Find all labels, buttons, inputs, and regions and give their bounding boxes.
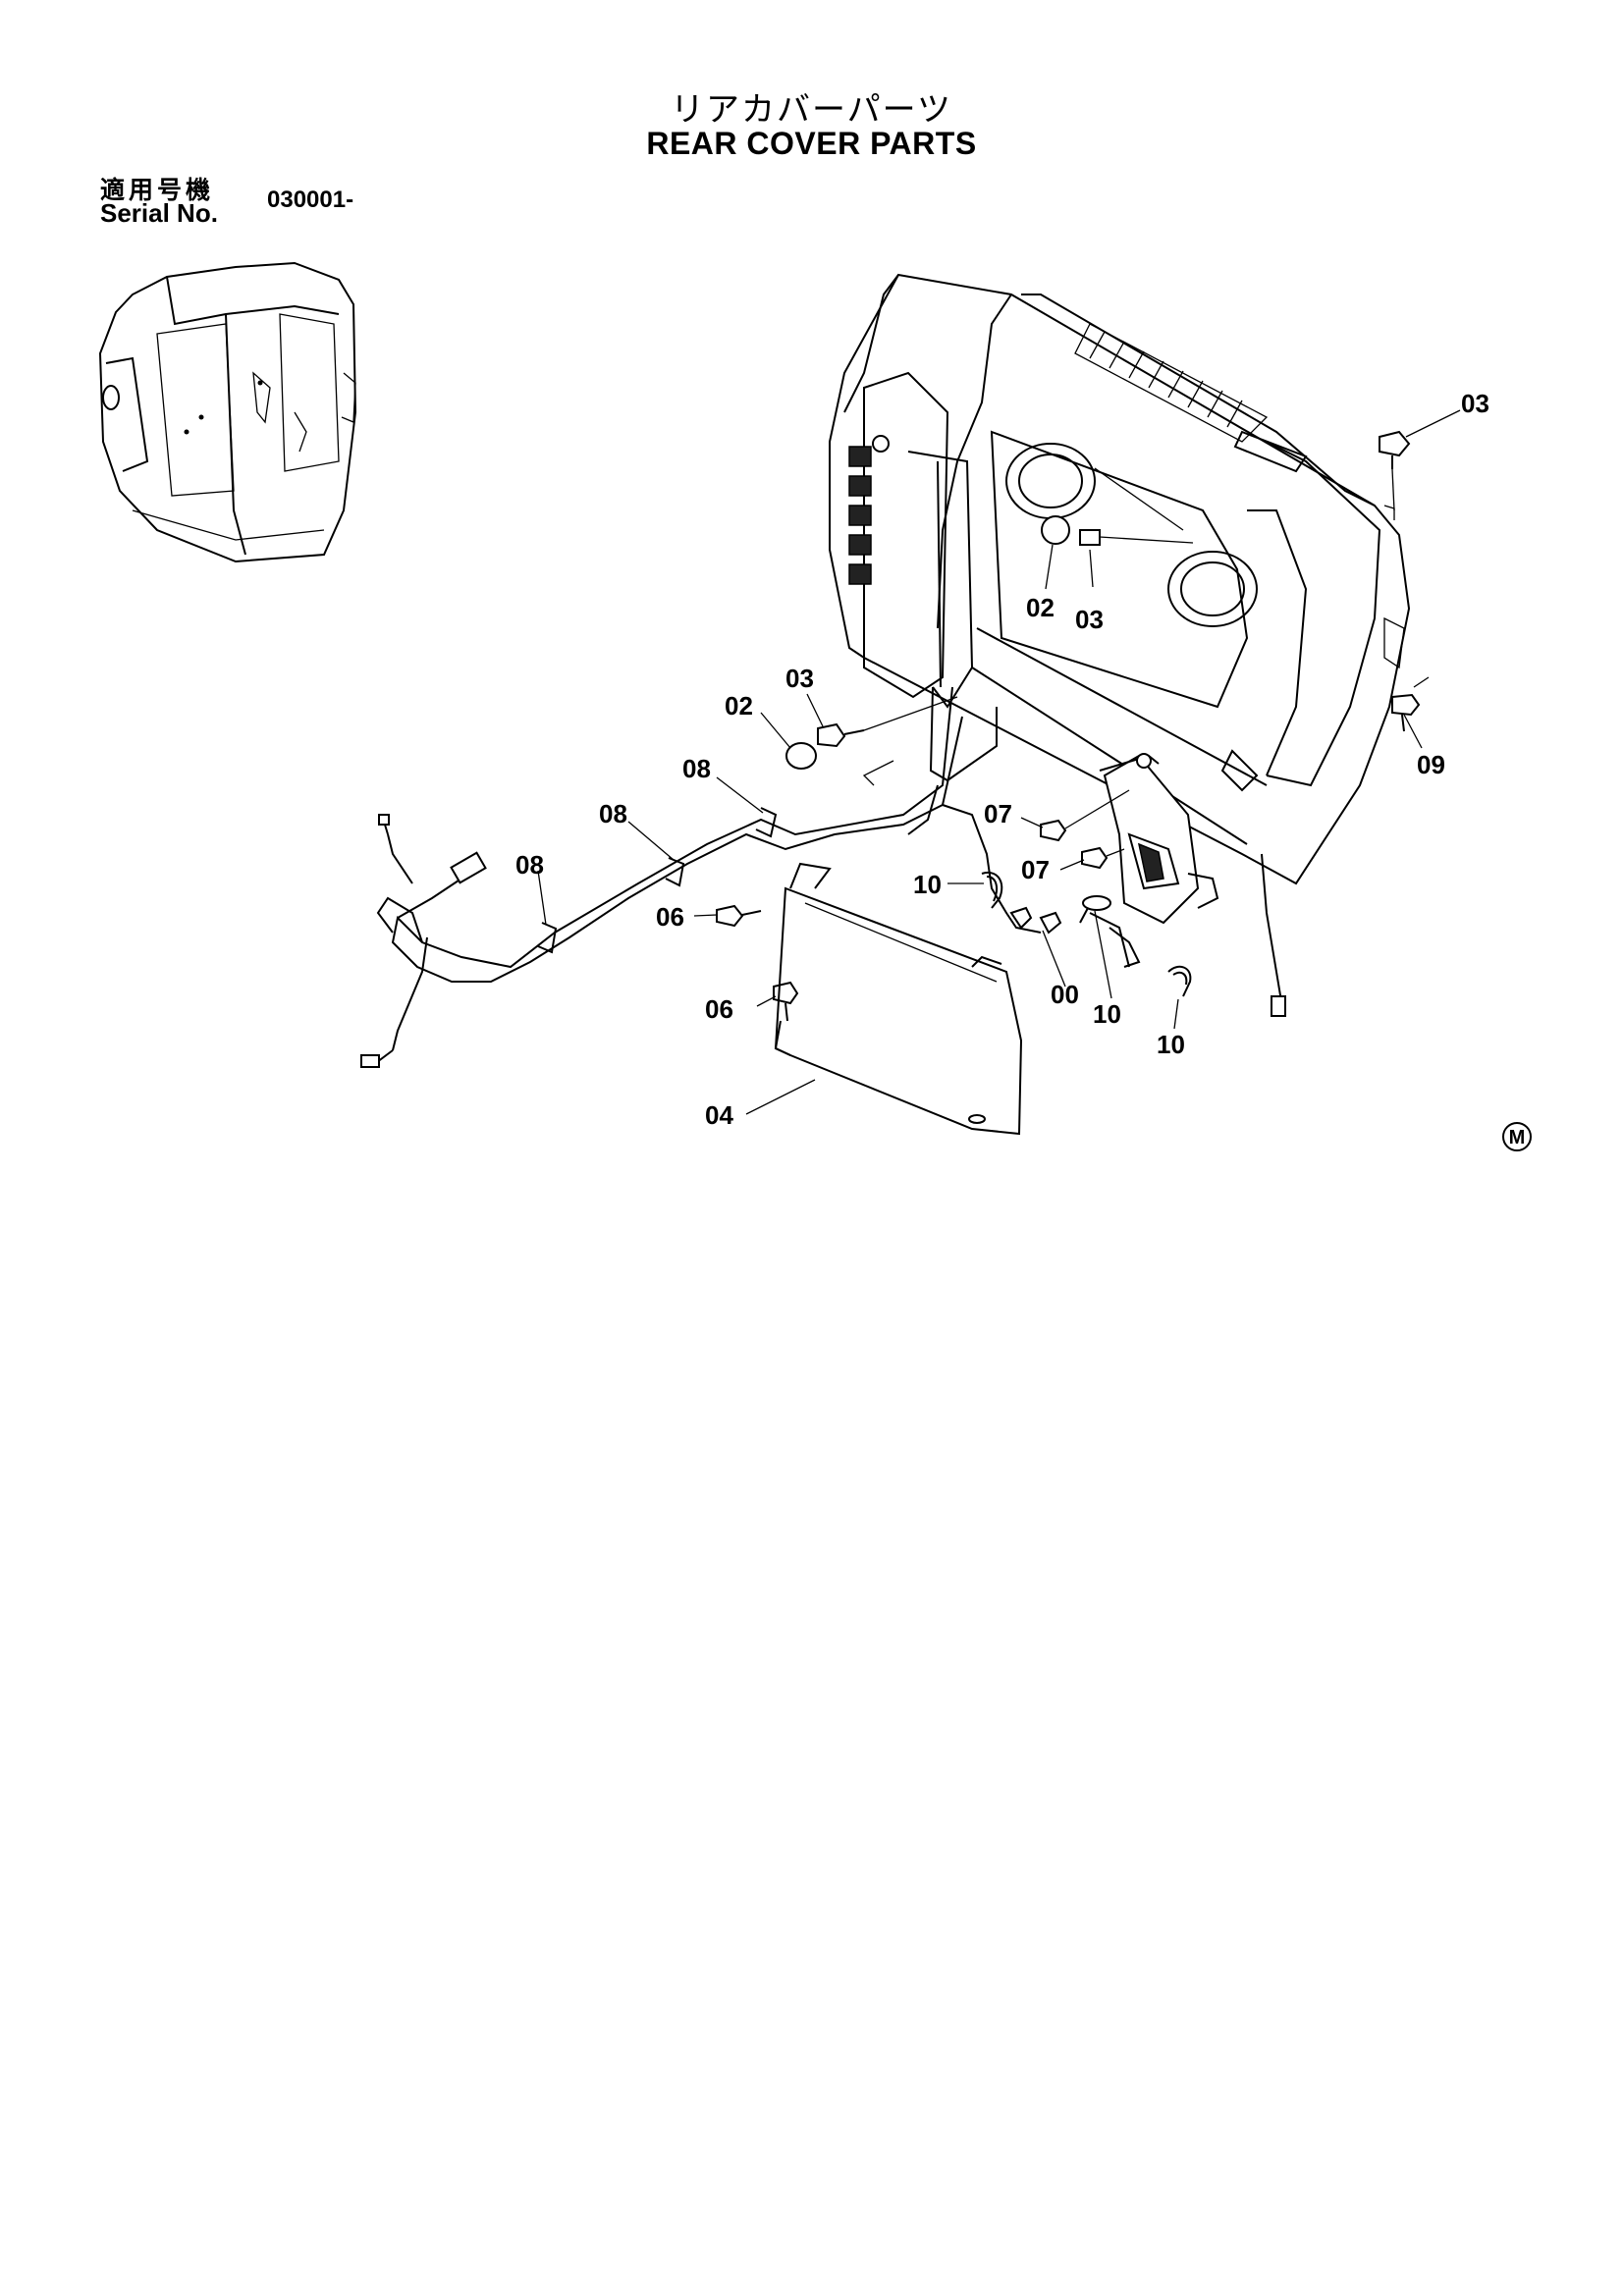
plug-02-left [785,742,817,770]
callout-label: 02 [1026,593,1055,622]
callout-label: 08 [599,799,627,828]
callout-label: 06 [656,902,684,932]
clamp-10-left [981,871,1003,909]
callout-label: 08 [515,850,544,880]
bolt-03-left [817,696,958,748]
callout-label: 03 [785,664,814,693]
rear-cover-panel [829,273,1411,885]
under-cover-plate-04 [774,862,1023,1136]
leader-lines [537,409,1461,1115]
callout-label: 07 [984,799,1012,828]
callout-label: 08 [682,754,711,783]
serial-number-value: 030001- [267,187,354,213]
clamp-10-middle [1079,895,1111,924]
callout-label: 10 [1093,999,1121,1029]
part-00 [1009,906,1062,934]
callout-label: 00 [1051,980,1079,1009]
callout-label: 03 [1075,605,1104,634]
callout-label: 10 [1157,1030,1185,1059]
clamp-10-right [1167,965,1192,997]
bolt-03-top-right [1379,430,1411,511]
callout-label: 02 [725,691,753,721]
page-title: REAR COVER PARTS [646,126,977,161]
wire-harness-right [942,804,1286,1017]
callout-label: 07 [1021,855,1050,884]
wire-harness-08 [360,686,963,1068]
callout-label: 06 [705,994,733,1024]
callout-label: 09 [1417,750,1445,779]
serial-label: Serial No. [100,198,218,228]
callout-label: 04 [705,1100,733,1130]
bolt-09 [1391,676,1430,732]
serial-label-japanese: 適用号機 [100,176,215,204]
bolt-07-upper [1040,789,1130,842]
m-mark-letter: M [1509,1127,1526,1148]
callout-label: 03 [1461,389,1489,418]
bolt-06-middle [716,904,762,928]
cab-overview-illustration [98,261,357,563]
leader-line [1094,467,1184,531]
bolt-07-lower [1081,846,1125,870]
bolt-03-center [1079,529,1194,546]
plug-02-upper [1041,515,1070,545]
bracket-assembly [1099,753,1219,968]
callout-label: 10 [913,870,942,899]
page-title-japanese: リアカバーパーツ [671,90,952,130]
m-mark-symbol: M [1502,1122,1532,1151]
